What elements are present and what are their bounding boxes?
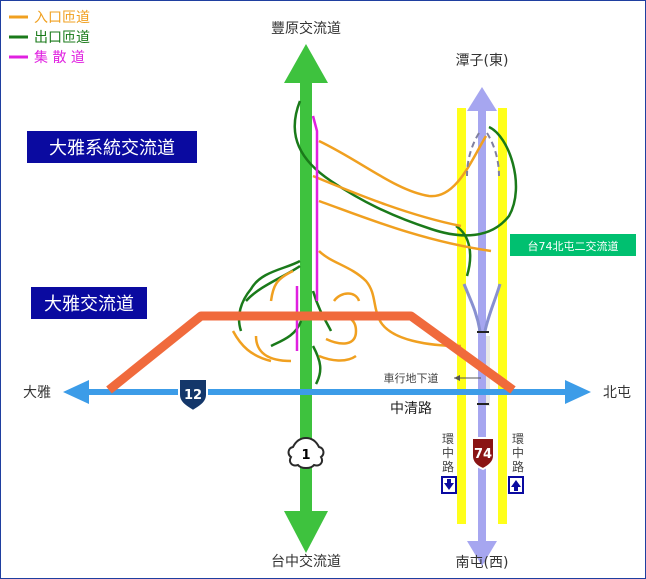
route-74-number: 74 [474, 447, 492, 462]
svg-text:路: 路 [512, 459, 524, 474]
sys-interchange-badge: 大雅系統交流道 [27, 131, 197, 163]
svg-text:中: 中 [442, 445, 454, 460]
svg-text:中: 中 [512, 445, 524, 460]
legend: 入口匝道 出口匝道 集 散 道 [9, 10, 90, 66]
bottom-destination-label: 台中交流道 [271, 553, 341, 570]
route-74-shield: 74 [471, 437, 495, 471]
ring-road-right-arrow [508, 476, 524, 494]
dashed-ramps [466, 132, 500, 177]
route-12-number: 12 [184, 388, 202, 403]
legend-collector-label: 集 散 道 [34, 49, 85, 66]
legend-exit-label: 出口匝道 [34, 30, 90, 46]
east-destination-label: 潭子(東) [456, 52, 509, 69]
freeway-1-shield: 1 [287, 436, 325, 469]
zhongqing-road [63, 380, 591, 404]
right-destination-label: 北屯 [603, 385, 631, 401]
ring-road-right-band [498, 108, 507, 524]
ring-road-left-arrow [441, 476, 457, 494]
ring-road-left-label: 環 中 路 [442, 432, 454, 474]
underpass-label: 車行地下道 [384, 371, 439, 385]
freeway-1 [284, 44, 328, 553]
north-interchange-badge: 台74北屯二交流道 [510, 234, 636, 256]
route-12-shield: 12 [178, 378, 208, 413]
ring-road-left-band [457, 108, 466, 524]
interchange-title: 大雅交流道 [44, 294, 134, 315]
top-destination-label: 豐原交流道 [271, 20, 341, 37]
north-interchange-title: 台74北屯二交流道 [528, 239, 619, 253]
road-name-label: 中清路 [390, 401, 432, 417]
expressway-74 [462, 87, 502, 566]
svg-text:路: 路 [442, 459, 454, 474]
west-destination-label: 南屯(西) [456, 555, 509, 571]
svg-text:環: 環 [442, 432, 454, 446]
orange-connector-road [106, 311, 516, 394]
entrance-ramps [231, 135, 492, 363]
freeway-1-number: 1 [301, 448, 310, 463]
left-destination-label: 大雅 [23, 385, 51, 401]
ring-road-right-label: 環 中 路 [512, 432, 524, 474]
interchange-badge: 大雅交流道 [31, 287, 147, 319]
svg-text:環: 環 [512, 432, 524, 446]
sys-interchange-title: 大雅系統交流道 [49, 138, 175, 159]
legend-entrance-label: 入口匝道 [34, 10, 90, 26]
